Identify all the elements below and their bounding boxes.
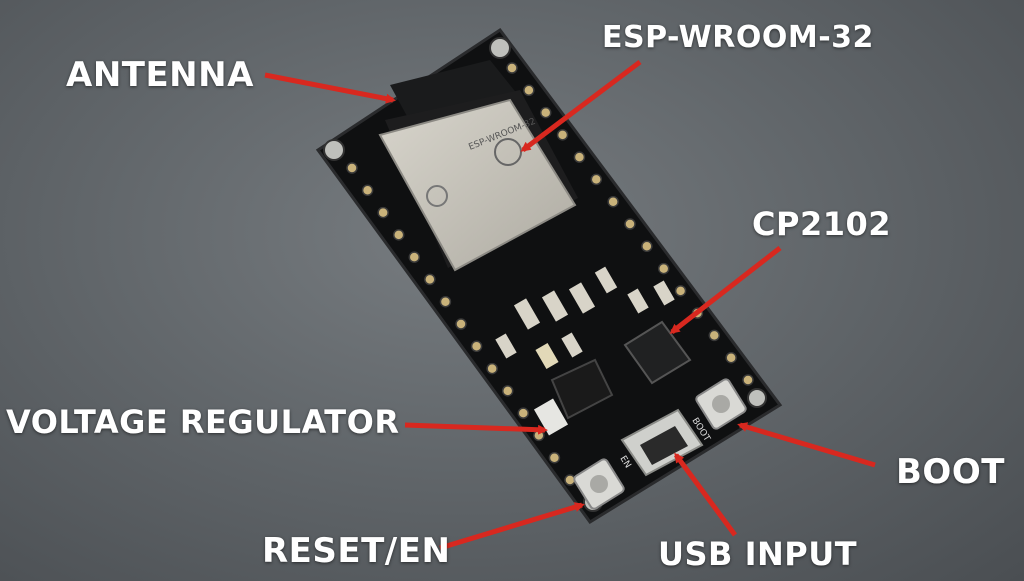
label-antenna: ANTENNA: [66, 55, 254, 95]
mounting-hole: [323, 139, 345, 161]
arrow-boot: [737, 422, 876, 468]
header-pin: [573, 151, 586, 163]
pin-header-right: [506, 62, 754, 386]
pin-header-left: [346, 162, 576, 486]
esp-wroom-32-module: ESP-WROOM-32: [378, 90, 578, 272]
header-pin: [641, 240, 653, 253]
header-pin: [455, 318, 467, 330]
header-pin: [742, 374, 754, 386]
header-pin: [470, 340, 483, 353]
mounting-hole: [489, 37, 511, 59]
regulator-tab: [533, 398, 569, 436]
header-pin: [708, 329, 721, 342]
annotation-arrows: [264, 60, 876, 551]
header-pin: [725, 351, 737, 364]
header-pin: [506, 62, 518, 74]
header-pin: [424, 273, 436, 286]
cp2102-chip: [623, 320, 692, 385]
header-pin: [486, 362, 498, 375]
header-pin: [346, 162, 358, 174]
cert-logo: [426, 185, 448, 207]
header-pin: [657, 262, 670, 275]
header-pin: [607, 195, 619, 208]
led: [535, 342, 559, 370]
header-pin: [392, 229, 405, 241]
arrow-cp2102: [669, 246, 782, 334]
header-pin: [501, 385, 514, 397]
reset-en-button: EN: [573, 454, 633, 510]
header-pin: [674, 285, 687, 297]
arrow-voltage-regulator: [404, 422, 548, 435]
header-pin: [517, 407, 530, 419]
micro-usb-port: [620, 408, 704, 477]
header-pin: [556, 129, 569, 141]
label-voltage-regulator: VOLTAGE REGULATOR: [6, 403, 400, 441]
smd-components: [495, 266, 675, 370]
arrow-usb: [673, 452, 738, 537]
label-reset-en: RESET/EN: [262, 531, 451, 571]
label-cp2102: CP2102: [752, 205, 891, 243]
mounting-hole: [747, 388, 767, 408]
header-pin: [361, 184, 374, 197]
header-pin: [439, 295, 452, 308]
arrow-antenna: [264, 72, 396, 104]
header-pin: [408, 251, 421, 263]
header-pin: [548, 451, 561, 464]
label-usb-input: USB INPUT: [658, 535, 858, 573]
voltage-regulator: [533, 358, 614, 436]
espressif-logo: [494, 138, 522, 166]
header-pin: [523, 84, 535, 97]
header-pin: [590, 173, 603, 186]
arrow-reset: [439, 502, 585, 551]
arrow-module: [520, 60, 642, 152]
header-pin: [624, 218, 636, 230]
label-boot: BOOT: [896, 452, 1005, 492]
header-pin: [539, 106, 552, 119]
header-pin: [377, 206, 389, 219]
pcb-board: [315, 27, 783, 525]
label-esp-wroom-32: ESP-WROOM-32: [602, 20, 874, 55]
